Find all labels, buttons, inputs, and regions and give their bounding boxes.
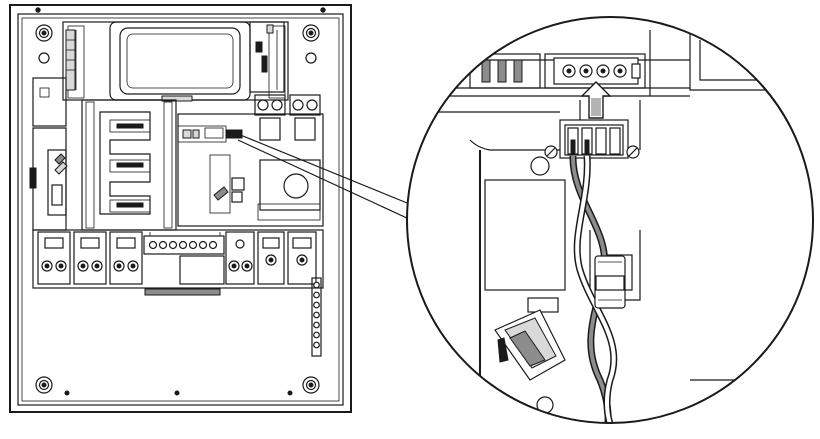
left-side-bracket [29, 77, 68, 231]
ground-bar [144, 288, 221, 296]
side-panel [484, 179, 566, 291]
enclosure-inner-edge [21, 17, 340, 402]
ground-screw-column [311, 277, 322, 357]
screw-icon [305, 52, 317, 64]
magnifier-border [406, 16, 814, 424]
screw-icon [64, 390, 70, 396]
upper-right-mounts [254, 94, 321, 141]
bottom-terminal-row [32, 229, 324, 289]
magnifier-background [407, 17, 813, 423]
terminal-plug [544, 119, 640, 159]
left-connector-strip [65, 29, 76, 91]
terminal-block-icon [37, 231, 71, 285]
plug-screw-right [626, 145, 640, 159]
screw-icon [530, 156, 550, 176]
board-terminal-socket [544, 53, 646, 89]
corner-screw-icon [35, 376, 53, 394]
terminal-block-icon [109, 231, 143, 285]
inductor-assembly [81, 99, 177, 231]
corner-screw-icon [302, 376, 320, 394]
upward-arrow-icon [580, 81, 612, 119]
corner-screw-icon [302, 24, 320, 42]
screw-icon [287, 390, 293, 396]
screw-icon [451, 411, 469, 423]
screw-icon [174, 390, 180, 396]
top-screw-left [35, 7, 41, 13]
center-busbar [143, 232, 225, 285]
cable-clamp-icon [594, 255, 626, 309]
cable-clamp-bracket [494, 309, 566, 381]
display-module [109, 21, 251, 102]
top-screw-right [320, 7, 326, 13]
plug-screw-left [544, 145, 558, 159]
screw-icon [38, 52, 50, 64]
terminal-block-icon [225, 231, 255, 285]
detail-magnifier [406, 16, 814, 424]
terminal-block-icon [287, 231, 317, 285]
enclosure [9, 4, 352, 413]
enclosure-outer-frame [9, 4, 352, 413]
callout-leader [237, 133, 413, 220]
terminal-block-icon [225, 129, 243, 139]
upper-right-board [249, 21, 285, 93]
enclosure-inner-frame [17, 13, 344, 406]
terminal-block-icon [257, 231, 285, 285]
corner-screw-icon [35, 24, 53, 42]
control-board [177, 113, 324, 227]
terminal-block-icon [73, 231, 107, 285]
